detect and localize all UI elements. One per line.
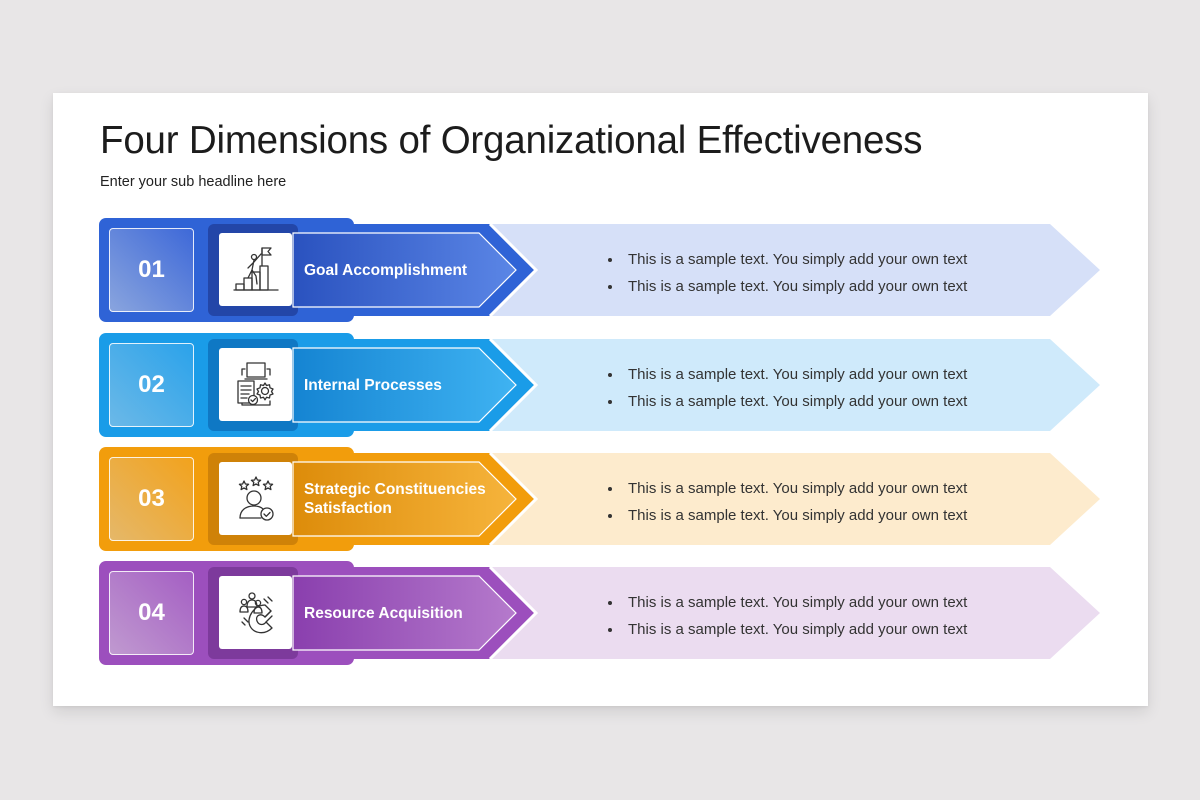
bullet-item: This is a sample text. You simply add yo… xyxy=(606,475,967,502)
slide-subtitle: Enter your sub headline here xyxy=(100,174,287,190)
bullet-item: This is a sample text. You simply add yo… xyxy=(606,361,967,388)
number-badge: 01 xyxy=(109,228,194,312)
process-gear-icon xyxy=(219,348,292,421)
slide-title: Four Dimensions of Organizational Effect… xyxy=(100,119,923,162)
magnet-people-icon xyxy=(219,576,292,649)
row-4-shapes xyxy=(99,561,1100,665)
bullet-item: This is a sample text. You simply add yo… xyxy=(606,246,967,273)
bullet-item: This is a sample text. You simply add yo… xyxy=(606,273,967,300)
dimension-row-4: 04 Resource Acquisition This is a sample… xyxy=(53,561,1148,665)
dimension-row-1: 01 Goal Accomplishment This is a sample … xyxy=(53,218,1148,322)
dimension-label: Strategic Constituencies Satisfaction xyxy=(304,481,486,517)
dimension-row-2: 02 Internal Processes This is a sam xyxy=(53,333,1148,437)
dimension-row-3: 03 Strategic Constituencies Satisfaction… xyxy=(53,447,1148,551)
customer-rating-icon xyxy=(219,462,292,535)
bullet-list: This is a sample text. You simply add yo… xyxy=(606,589,967,643)
number-badge: 04 xyxy=(109,571,194,655)
bullet-list: This is a sample text. You simply add yo… xyxy=(606,246,967,300)
bullet-list: This is a sample text. You simply add yo… xyxy=(606,361,967,415)
row-1-shapes xyxy=(99,218,1100,322)
goal-climb-icon xyxy=(219,233,292,306)
bullet-item: This is a sample text. You simply add yo… xyxy=(606,388,967,415)
row-2-shapes xyxy=(99,333,1100,437)
dimension-label: Internal Processes xyxy=(304,376,442,394)
slide: Four Dimensions of Organizational Effect… xyxy=(53,93,1148,706)
dimension-label: Resource Acquisition xyxy=(304,604,463,622)
number-badge: 03 xyxy=(109,457,194,541)
row-3-shapes xyxy=(99,447,1100,551)
number-badge: 02 xyxy=(109,343,194,427)
bullet-item: This is a sample text. You simply add yo… xyxy=(606,589,967,616)
dimension-label: Goal Accomplishment xyxy=(304,261,468,279)
bullet-item: This is a sample text. You simply add yo… xyxy=(606,616,967,643)
bullet-list: This is a sample text. You simply add yo… xyxy=(606,475,967,529)
bullet-item: This is a sample text. You simply add yo… xyxy=(606,502,967,529)
